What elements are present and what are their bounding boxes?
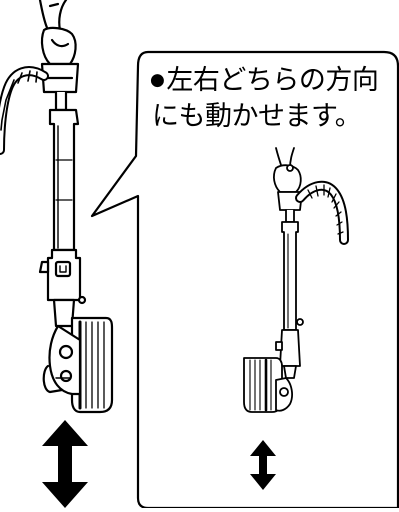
small-vacuum-icon (243, 147, 349, 413)
callout-line-2: にも動かせます。 (152, 101, 362, 132)
small-up-down-arrow-icon (250, 440, 276, 490)
bullet-icon: ● (150, 70, 165, 90)
callout-bubble (90, 50, 399, 510)
large-up-down-arrow-icon (42, 420, 88, 508)
callout-text: ●左右どちらの方向 にも動かせます。 (150, 62, 398, 135)
callout-line-1: 左右どちらの方向 (166, 65, 379, 96)
large-vacuum-icon (0, 0, 114, 414)
